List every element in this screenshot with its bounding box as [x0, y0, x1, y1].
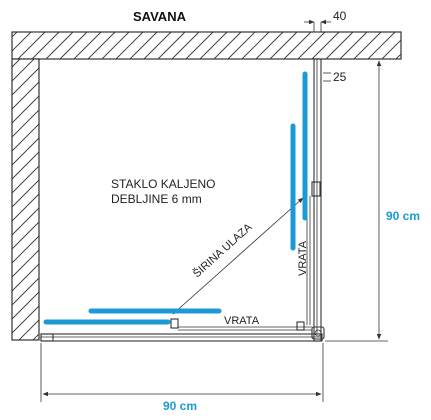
door-label-right: VRATA	[297, 240, 309, 276]
depth-dimension	[325, 58, 388, 342]
glass-note-line2: DEBLJINE 6 mm	[111, 192, 202, 206]
width-dimension-label: 90 cm	[163, 399, 197, 413]
diagram-title: SAVANA	[133, 9, 187, 24]
entry-width-dimension	[172, 197, 304, 315]
depth-dimension-label: 90 cm	[386, 209, 420, 223]
entry-width-label: ŠIRINA ULAZA	[190, 220, 255, 280]
wall-hatching	[11, 31, 402, 341]
offset-side-dimension	[323, 72, 331, 82]
door-label-bottom: VRATA	[224, 315, 260, 327]
width-dimension	[40, 343, 324, 402]
offset-top-label: 40	[333, 9, 347, 23]
glass-note-line1: STAKLO KALJENO	[111, 177, 215, 191]
offset-top-dimension	[304, 19, 331, 32]
glass-panels	[43, 71, 308, 325]
offset-side-label: 25	[333, 70, 347, 84]
